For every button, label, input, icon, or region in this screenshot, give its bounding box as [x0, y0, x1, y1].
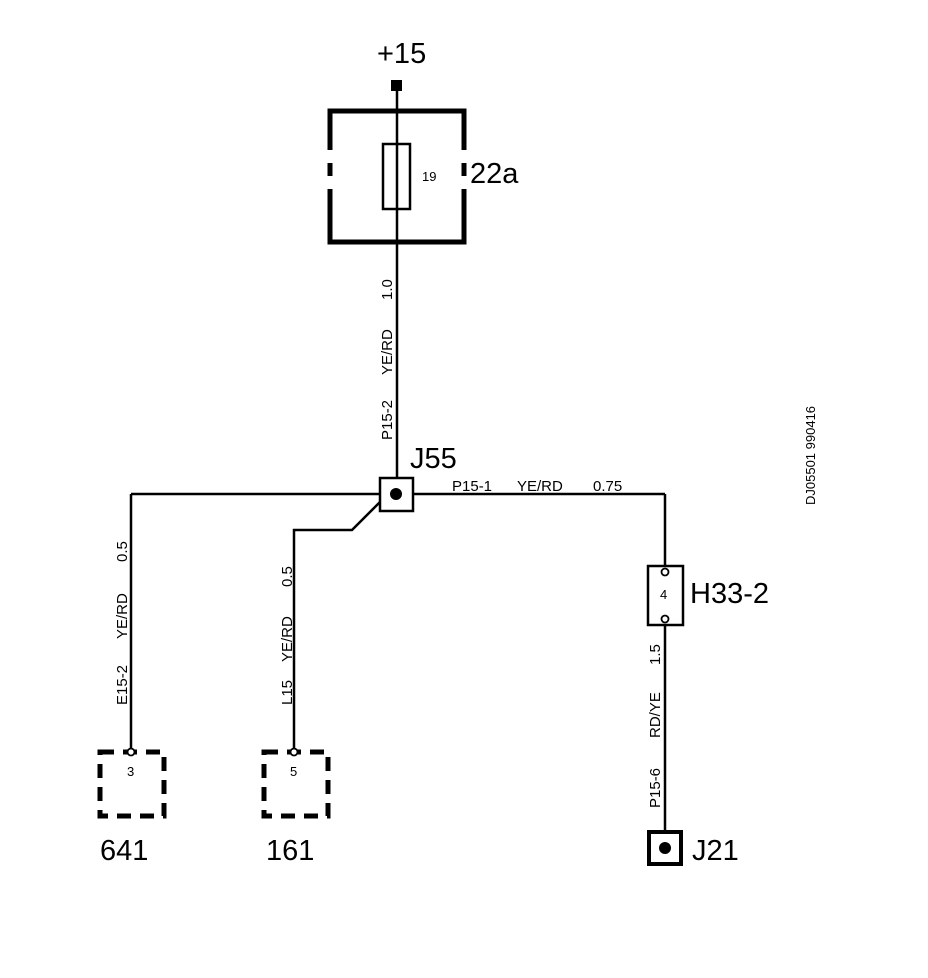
- component-161-box: [261, 749, 331, 819]
- wire-code: P15-2: [379, 400, 396, 440]
- wire-code: P15-1: [452, 478, 492, 495]
- wire-code: E15-2: [114, 665, 131, 705]
- wire-size: 0.5: [279, 566, 296, 587]
- wire-color: YE/RD: [279, 616, 296, 662]
- ground-j21-label: J21: [692, 835, 739, 867]
- wire-to-641-labels: E15-2 YE/RD 0.5: [114, 541, 131, 705]
- fuse-number: 19: [422, 169, 436, 184]
- supply-terminal: [391, 80, 402, 91]
- component-641-pin-dot: [126, 747, 136, 757]
- wire-color: YE/RD: [114, 593, 131, 639]
- wire-size: 0.5: [114, 541, 131, 562]
- wire-color: YE/RD: [379, 329, 396, 375]
- component-641-label: 641: [100, 835, 148, 867]
- wire-size: 1.5: [647, 644, 664, 665]
- wire-size: 1.0: [379, 279, 396, 300]
- component-161-pin-dot: [289, 747, 299, 757]
- wire-color: YE/RD: [517, 478, 563, 495]
- supply-label: +15: [377, 38, 426, 70]
- wire-h33-to-j21-labels: P15-6 RD/YE 1.5: [647, 644, 664, 808]
- wire-splice-to-161: [292, 501, 381, 752]
- wire-size: 0.75: [593, 478, 622, 495]
- wire-code: P15-6: [647, 768, 664, 808]
- component-641-pin: 3: [127, 764, 134, 779]
- wire-to-161-labels: L15 YE/RD 0.5: [279, 566, 296, 705]
- wire-supply-labels: P15-2 YE/RD 1.0: [379, 279, 396, 440]
- wire-color: RD/YE: [647, 692, 664, 738]
- connector-h33-pin-top: [660, 567, 670, 577]
- ground-j21-dot: [659, 842, 671, 854]
- wire-code: L15: [279, 680, 296, 705]
- connector-h33-label: H33-2: [690, 578, 769, 610]
- drawing-id: DJ05501 990416: [803, 406, 818, 505]
- splice-dot: [390, 488, 402, 500]
- splice-label: J55: [410, 443, 457, 475]
- connector-h33-pin-bottom: [660, 614, 670, 624]
- connector-h33-pin: 4: [660, 587, 667, 602]
- component-641-box: [97, 749, 167, 819]
- component-161-pin: 5: [290, 764, 297, 779]
- component-161-label: 161: [266, 835, 314, 867]
- wire-splice-to-h33-labels: P15-1 YE/RD 0.75: [452, 478, 622, 495]
- fuse-box-label: 22a: [470, 158, 519, 190]
